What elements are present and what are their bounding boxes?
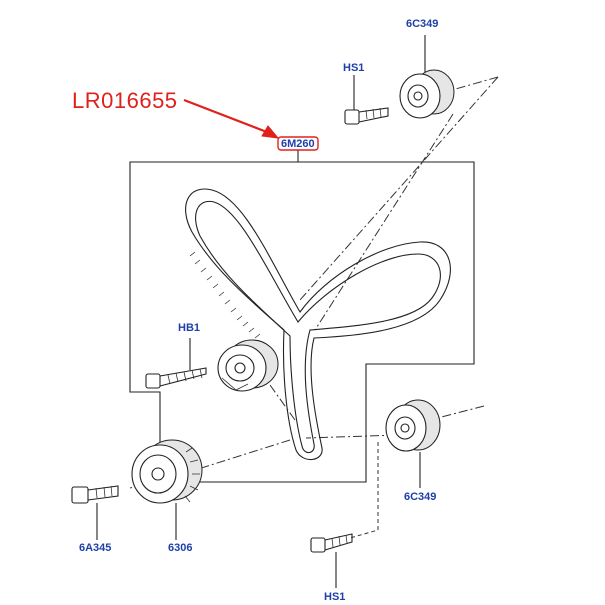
lower-idler-pulley [385,399,441,488]
label-tensioner-bolt: HB1 [178,322,200,334]
callout-arrow [183,98,280,139]
tensioner-pulley [217,339,279,392]
belt-label-highlight [277,136,319,151]
label-upper-idler: 6C349 [406,18,438,30]
crank-bolt [71,485,119,540]
callout-part-number: LR016655 [72,88,178,113]
timing-belt [185,188,451,461]
label-crank-bolt: 6A345 [79,542,111,554]
lower-bolt [310,533,353,588]
label-lower-idler: 6C349 [404,491,436,503]
label-upper-bolt: HS1 [343,62,364,74]
upper-bolt [344,75,389,125]
label-lower-bolt: HS1 [324,591,345,603]
kit-boundary-frame [129,161,475,483]
label-crank-sprocket: 6306 [168,542,192,554]
upper-idler-pulley [399,35,455,119]
label-belt: 6M260 [281,138,315,150]
crankshaft-sprocket [131,439,203,540]
tensioner-bolt [145,338,207,389]
